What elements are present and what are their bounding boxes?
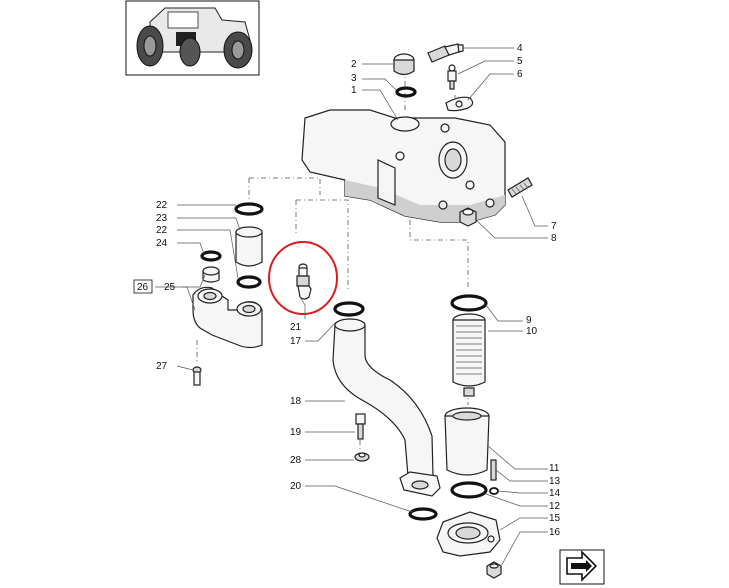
callout-labels: 2 3 1 4 5 6 7 8 9 10 11 13 14 12 15 16 2… [133, 43, 561, 538]
callout-12: 12 [549, 501, 561, 512]
callout-21: 21 [290, 322, 302, 333]
washer-14 [489, 487, 499, 495]
callout-28: 28 [290, 455, 302, 466]
clamp-6 [445, 96, 474, 112]
callout-13: 13 [549, 476, 561, 487]
callout-27: 27 [156, 361, 168, 372]
o-ring-3 [395, 86, 417, 98]
tractor-thumbnail-icon [125, 0, 260, 76]
callout-5: 5 [517, 56, 523, 67]
callout-2: 2 [351, 59, 357, 70]
callout-26: 26 [137, 282, 149, 293]
stud-7 [507, 177, 533, 198]
callout-19: 19 [290, 427, 302, 438]
callout-22-top: 22 [156, 200, 168, 211]
temperature-sensor-4 [427, 43, 464, 63]
o-ring-9 [450, 294, 488, 312]
callout-9: 9 [526, 315, 532, 326]
callout-16: 16 [549, 527, 561, 538]
callout-23: 23 [156, 213, 168, 224]
highlight-circle [268, 241, 338, 315]
sensor-fitting-21 [296, 263, 312, 300]
callout-25: 25 [164, 282, 176, 293]
filter-element-23 [235, 226, 263, 267]
callout-22-bottom: 22 [156, 225, 168, 236]
callout-17: 17 [290, 336, 302, 347]
bolt-27 [192, 366, 202, 386]
elbow-pipe-18 [332, 318, 441, 497]
callout-10: 10 [526, 326, 538, 337]
o-ring-12 [450, 481, 488, 499]
washer-28 [354, 452, 370, 462]
callout-1: 1 [351, 85, 357, 96]
o-ring-22-top [234, 202, 264, 216]
callout-7: 7 [551, 221, 557, 232]
callout-6: 6 [517, 69, 523, 80]
callout-11: 11 [549, 463, 560, 474]
o-ring-22-bottom [236, 275, 262, 289]
callout-4: 4 [517, 43, 523, 54]
callout-20: 20 [290, 481, 302, 492]
callout-3: 3 [351, 73, 357, 84]
callout-18: 18 [290, 396, 302, 407]
filter-bowl-11 [444, 407, 490, 476]
manifold-housing [301, 109, 506, 223]
callout-24: 24 [156, 238, 168, 249]
grease-fitting-5 [447, 64, 457, 90]
o-ring-pipe-top [333, 301, 365, 317]
filter-cartridge-10 [452, 313, 486, 397]
cap-25 [202, 266, 220, 283]
nut-8 [459, 207, 477, 227]
o-ring-24 [200, 250, 222, 262]
screw-19 [355, 413, 366, 440]
plug-2 [393, 53, 415, 76]
stud-13 [490, 459, 497, 481]
nut-16 [486, 561, 502, 579]
callout-26-box [133, 279, 153, 294]
callout-14: 14 [549, 488, 561, 499]
leader-lines [155, 47, 548, 569]
o-ring-20 [408, 507, 438, 521]
callout-8: 8 [551, 233, 557, 244]
callout-15: 15 [549, 513, 561, 524]
filter-head-15 [436, 511, 501, 557]
housing-26 [192, 286, 263, 349]
next-page-arrow-icon[interactable] [559, 549, 605, 585]
